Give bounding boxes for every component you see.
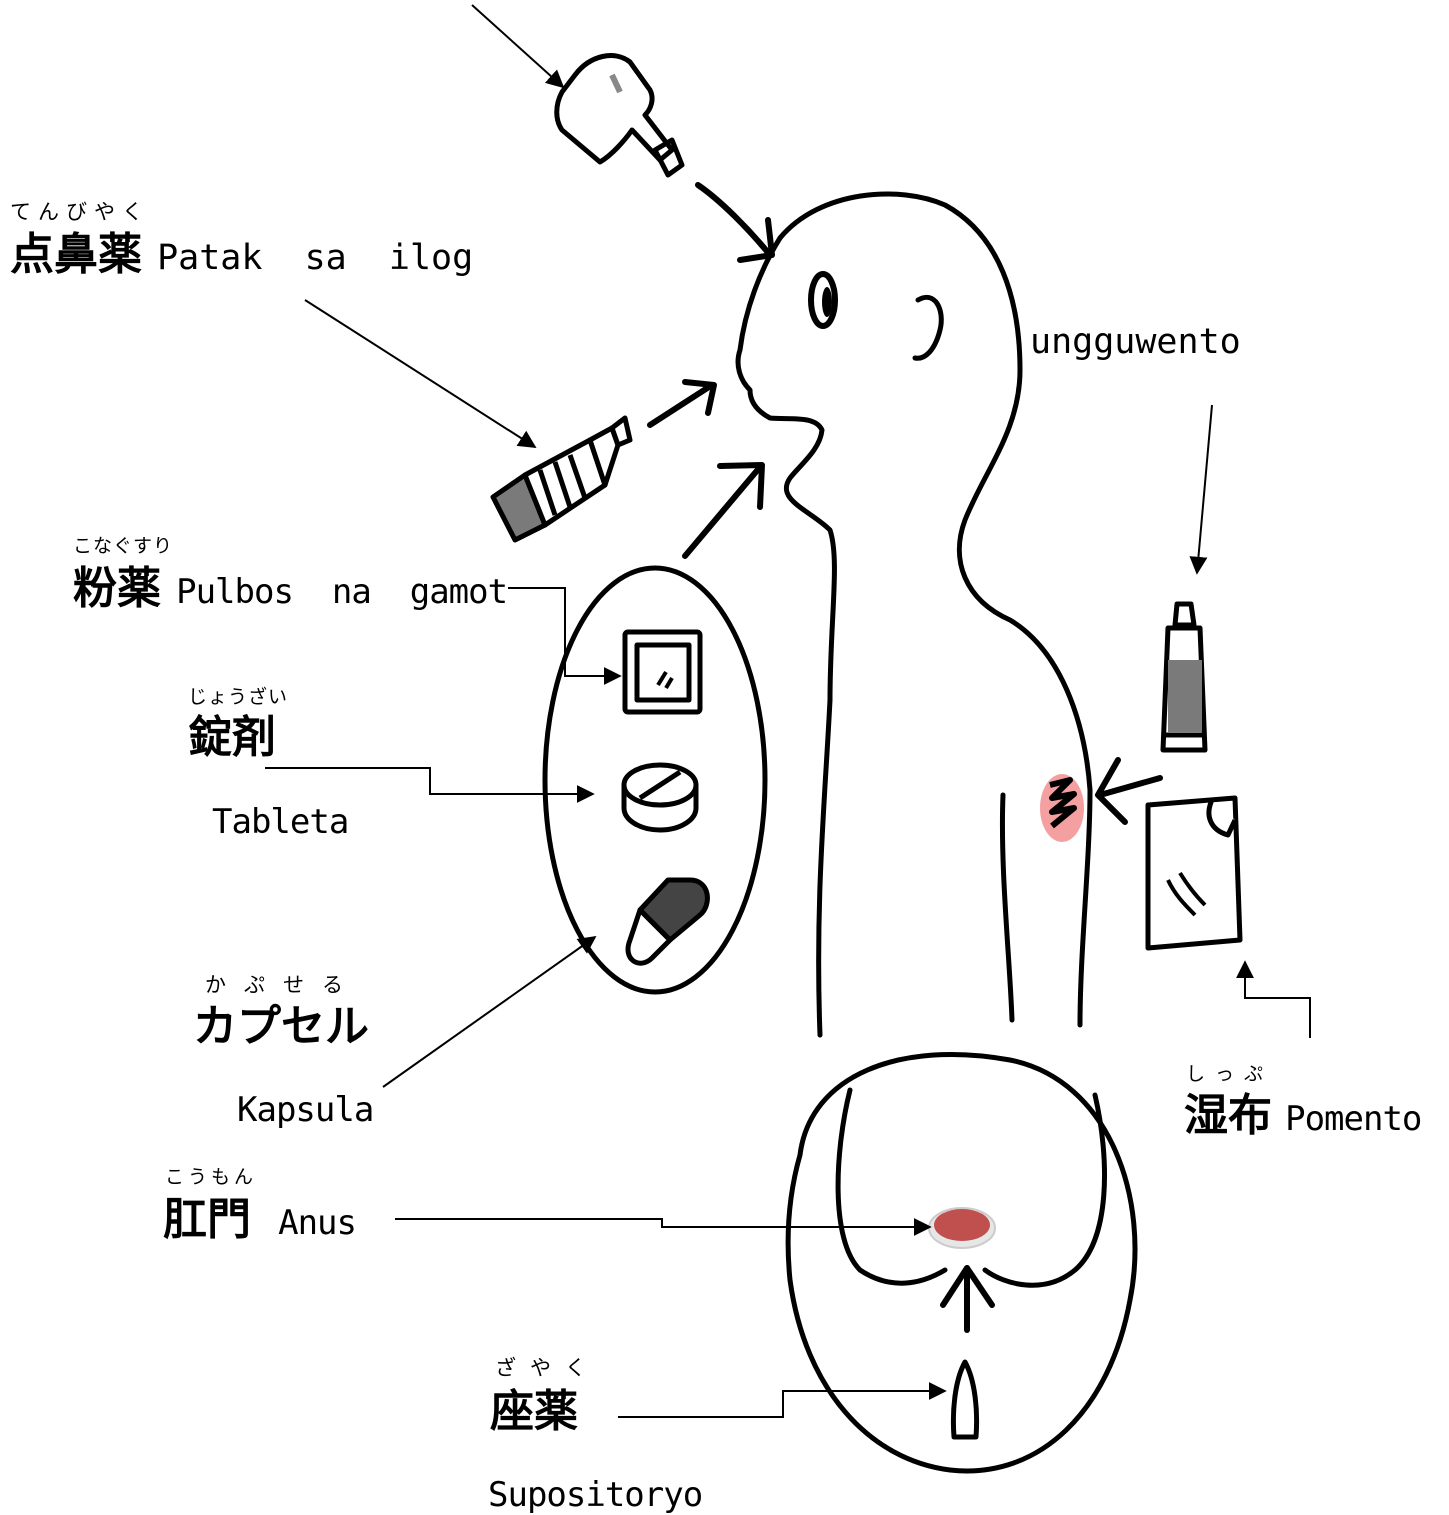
tablet-kanji: 錠剤 — [188, 716, 276, 760]
nasal-latin: Patak sa ilog — [157, 241, 473, 276]
tablet-ruby: じょうざい — [188, 688, 288, 707]
powder-kanji: 粉薬 — [73, 567, 161, 611]
ointment-latin: ungguwento — [1030, 325, 1241, 360]
suppository-icon — [953, 1362, 976, 1437]
poultice-kanji: 湿布 — [1184, 1094, 1272, 1138]
anus-label: 肛門 Anus — [163, 1198, 356, 1242]
powder-label: 粉薬 Pulbos na gamot — [73, 567, 507, 611]
anus-ruby: こうもん — [165, 1168, 257, 1187]
capsule-latin: Kapsula — [237, 1093, 373, 1127]
powder-latin: Pulbos na gamot — [176, 575, 507, 609]
poultice-patch-icon — [1148, 798, 1240, 948]
powder-packet-icon — [625, 632, 700, 712]
person-outline — [738, 194, 1090, 1035]
anus-kanji: 肛門 — [163, 1198, 251, 1242]
eye-drop-bottle-icon — [557, 56, 682, 175]
pointer-lines — [265, 5, 1310, 1417]
rash-mark — [1040, 774, 1084, 842]
tablet-icon — [624, 765, 696, 830]
capsule-kanji: カプセル — [193, 1005, 369, 1049]
anus-mark — [929, 1208, 995, 1248]
capsule-ruby: かぷせる — [205, 975, 361, 996]
suppository-ruby: ざやく — [495, 1358, 600, 1379]
ear — [915, 297, 941, 358]
nasal-kanji: 点鼻薬 — [10, 233, 142, 277]
suppository-kanji: 座薬 — [490, 1390, 578, 1434]
nasal-spray-icon — [493, 418, 630, 540]
ointment-tube-icon — [1163, 604, 1205, 750]
anus-latin: Anus — [278, 1206, 356, 1240]
poultice-latin: Pomento — [1285, 1102, 1421, 1136]
powder-ruby: こなぐすり — [73, 537, 173, 556]
nasal-ruby: てんびやく — [10, 202, 150, 223]
poultice-label: 湿布 Pomento — [1184, 1094, 1421, 1138]
nasal-label: 点鼻薬 Patak sa ilog — [10, 233, 473, 277]
capsule-icon — [628, 880, 707, 963]
tablet-latin: Tableta — [212, 805, 348, 839]
poultice-ruby: しっぷ — [1186, 1065, 1273, 1084]
suppository-latin: Supositoryo — [488, 1478, 702, 1512]
